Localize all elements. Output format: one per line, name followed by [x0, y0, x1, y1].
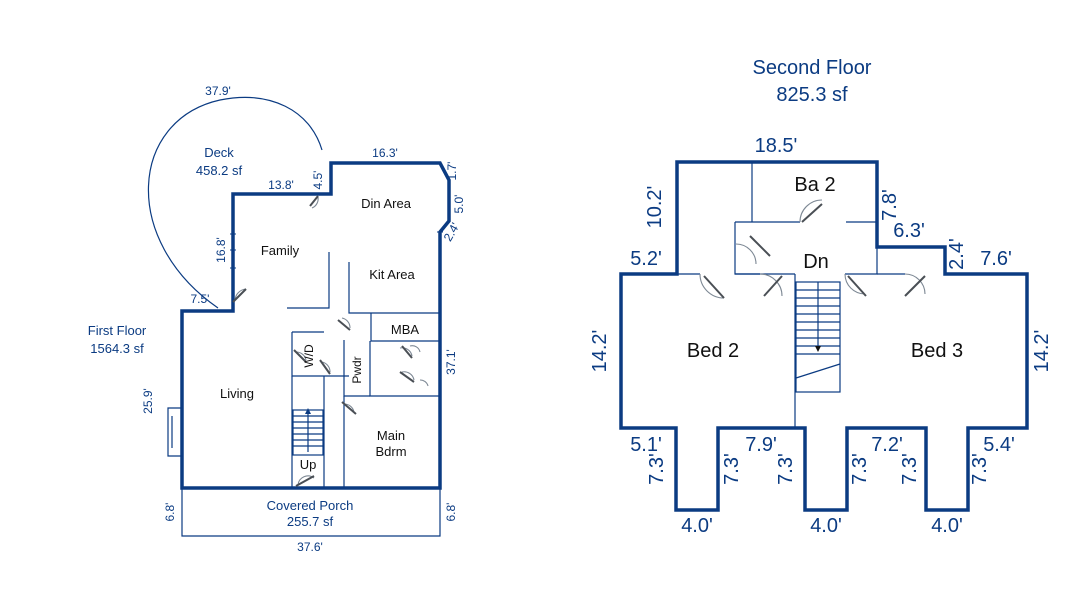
first-floor-doors — [232, 195, 429, 487]
dim-deck-arc: 37.9' — [205, 84, 231, 98]
main-bdrm-label-line2: Bdrm — [375, 444, 406, 459]
dim-step-right-v: 2.4' — [946, 238, 968, 270]
dim-bay1-v2: 7.3' — [721, 453, 743, 485]
dim-second-left-top: 10.2' — [644, 186, 666, 229]
dim-bay3-bottom: 4.0' — [931, 515, 963, 537]
second-floor-doors — [699, 199, 926, 299]
din-area-label: Din Area — [361, 196, 412, 211]
dim-bay-gap-1: 7.9' — [745, 434, 777, 456]
main-bdrm-label-line1: Main — [377, 428, 405, 443]
second-floor-plan: Second Floor 825.3 sf Ba 2 Dn Bed 2 Bed … — [589, 57, 1053, 537]
dim-bay2-bottom: 4.0' — [810, 515, 842, 537]
dim-right-short: 7.6' — [980, 248, 1012, 270]
deck-outline — [147, 96, 323, 309]
dim-right-b: 5.0' — [452, 195, 466, 214]
second-floor-area: 825.3 sf — [776, 84, 848, 106]
dim-step-b: 7.5' — [191, 292, 210, 306]
first-floor-plan: Deck 458.2 sf First Floor 1564.3 sf Cove… — [88, 84, 466, 554]
fireplace-outline — [167, 407, 182, 457]
dim-first-right: 37.1' — [444, 349, 458, 375]
dim-right-c: 2.4' — [441, 220, 463, 243]
first-floor-outer-wall — [180, 161, 451, 490]
covered-porch-area: 255.7 sf — [287, 514, 334, 529]
dim-first-top: 16.3' — [372, 146, 398, 160]
second-floor-outer-wall — [619, 160, 1029, 512]
dim-right-a: 1.7' — [445, 162, 459, 181]
dim-bay3-v2: 7.3' — [969, 453, 991, 485]
dim-porch-right: 6.8' — [444, 503, 458, 522]
dim-bay1-left: 5.1' — [630, 434, 662, 456]
wd-label: W/D — [302, 344, 316, 368]
dim-left-short: 5.2' — [630, 248, 662, 270]
stairs-up-label: Up — [300, 457, 317, 472]
family-label: Family — [261, 243, 300, 258]
dim-second-right-top: 7.8' — [879, 189, 901, 221]
first-floor-window-markers — [230, 231, 443, 269]
bed2-label: Bed 2 — [687, 340, 739, 362]
first-floor-interior-walls — [287, 252, 440, 488]
dim-bay2-v2: 7.3' — [849, 453, 871, 485]
first-floor-area: 1564.3 sf — [90, 341, 144, 356]
dim-first-bottom: 37.6' — [297, 540, 323, 554]
dim-first-left: 25.9' — [141, 388, 155, 414]
dim-family-top: 13.8' — [268, 178, 294, 192]
dim-step-a: 4.5' — [311, 171, 325, 190]
dim-second-left-side: 14.2' — [589, 330, 611, 373]
pwdr-label: Pwdr — [350, 356, 364, 383]
dim-bay1-bottom: 4.0' — [681, 515, 713, 537]
dim-step-right: 6.3' — [893, 220, 925, 242]
dim-bay3-v1: 7.3' — [899, 453, 921, 485]
dim-second-top: 18.5' — [755, 135, 798, 157]
dim-bay3-right: 5.4' — [983, 434, 1015, 456]
dim-porch-left: 6.8' — [163, 503, 177, 522]
covered-porch-outline — [181, 488, 441, 537]
covered-porch-label: Covered Porch — [267, 498, 354, 513]
first-floor-title: First Floor — [88, 323, 147, 338]
deck-area: 458.2 sf — [196, 163, 243, 178]
dim-bay1-v1: 7.3' — [646, 453, 668, 485]
dn-label: Dn — [803, 251, 829, 273]
dim-bay-gap-2: 7.2' — [871, 434, 903, 456]
ba2-label: Ba 2 — [794, 174, 835, 196]
deck-label: Deck — [204, 145, 234, 160]
mba-label: MBA — [391, 322, 420, 337]
dim-family-left: 16.8' — [214, 237, 228, 263]
second-floor-title: Second Floor — [753, 57, 872, 79]
living-label: Living — [220, 386, 254, 401]
dim-bay2-v1: 7.3' — [775, 453, 797, 485]
second-floor-interior-walls — [677, 162, 905, 428]
bed3-label: Bed 3 — [911, 340, 963, 362]
second-floor-stairs — [795, 281, 841, 393]
kit-area-label: Kit Area — [369, 267, 415, 282]
first-floor-stairs — [292, 408, 324, 456]
dim-second-right-side: 14.2' — [1031, 330, 1053, 373]
